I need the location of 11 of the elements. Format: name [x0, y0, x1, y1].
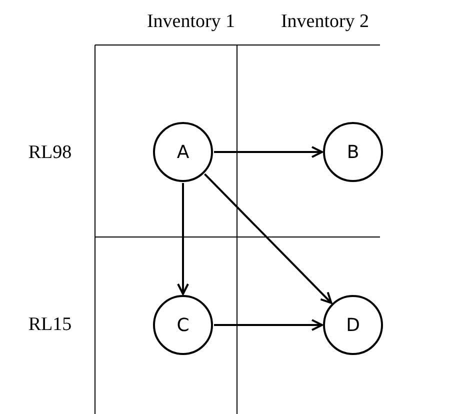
node-circle: B	[323, 122, 383, 182]
arrow	[204, 173, 332, 304]
arrow	[214, 319, 323, 331]
node-circle: C	[153, 295, 213, 355]
node-circle: A	[153, 122, 213, 182]
row-header: RL15	[28, 314, 72, 336]
row-header: RL98	[28, 142, 72, 164]
column-header: Inventory 1	[146, 11, 236, 33]
node-circle: D	[323, 295, 383, 355]
column-header: Inventory 2	[280, 11, 370, 33]
arrow	[177, 183, 189, 295]
